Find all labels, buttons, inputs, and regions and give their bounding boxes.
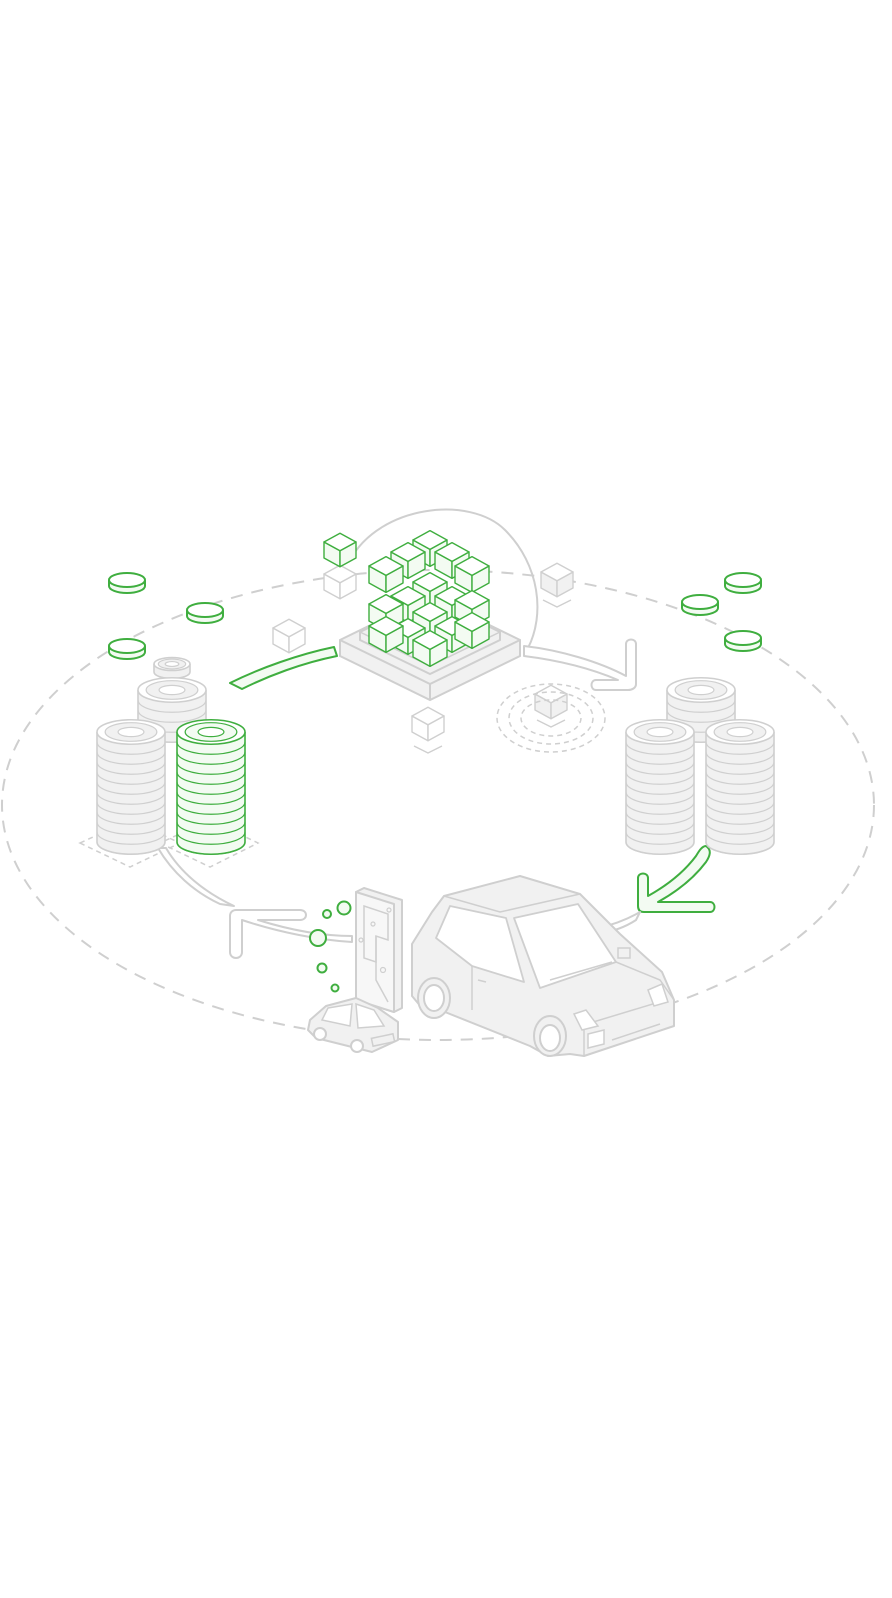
dashed-cycle-ellipse [1,569,875,1041]
electric-car-icon [411,875,675,1057]
cycle-arrow-icon-bottom-left [229,909,353,959]
coin-stack-icon [625,718,695,856]
cluster-cube-4 [454,555,490,594]
coin-stack-icon [96,718,166,856]
cluster-green-cubes [368,529,490,668]
coin-stack-icon [705,718,775,856]
cycle-arrow-tail-left [157,847,235,907]
coin-icon [724,630,762,652]
block-base-chevron [413,745,443,754]
block-cube-icon [272,618,306,654]
cycle-arrow-icon-top-right [523,638,637,691]
coin-icon [186,602,224,624]
coin-icon [108,638,146,660]
cluster-cube-1 [390,541,426,580]
coin-icon [724,572,762,594]
block-cube-icon-green [323,532,357,568]
block-base-chevron [536,719,566,728]
block-cube-icon [411,706,445,742]
cycle-arrow-icon-top-left [229,646,338,690]
cluster-cube-13 [368,615,404,654]
floating-coins [108,572,762,660]
block-base-chevron [542,599,572,608]
broadcast-rings-icon [496,683,606,753]
block-cube-icon [323,564,357,600]
coin-stack-icon [153,656,191,680]
block-cube-icon [540,562,574,598]
cluster-cube-15 [412,629,448,668]
charge-bubbles [309,900,352,993]
small-car-icon [307,997,399,1053]
cluster-orbit-arc [349,508,539,649]
coin-stack-icon-green [176,718,246,856]
cycle-arrow-icon-bottom-right [637,845,716,913]
cluster-cube-14 [454,611,490,650]
cluster-cube-3 [368,555,404,594]
coin-icon [108,572,146,594]
coin-stacks [96,656,775,856]
coin-icon [681,594,719,616]
ev-charging-station-icon [355,887,403,1013]
